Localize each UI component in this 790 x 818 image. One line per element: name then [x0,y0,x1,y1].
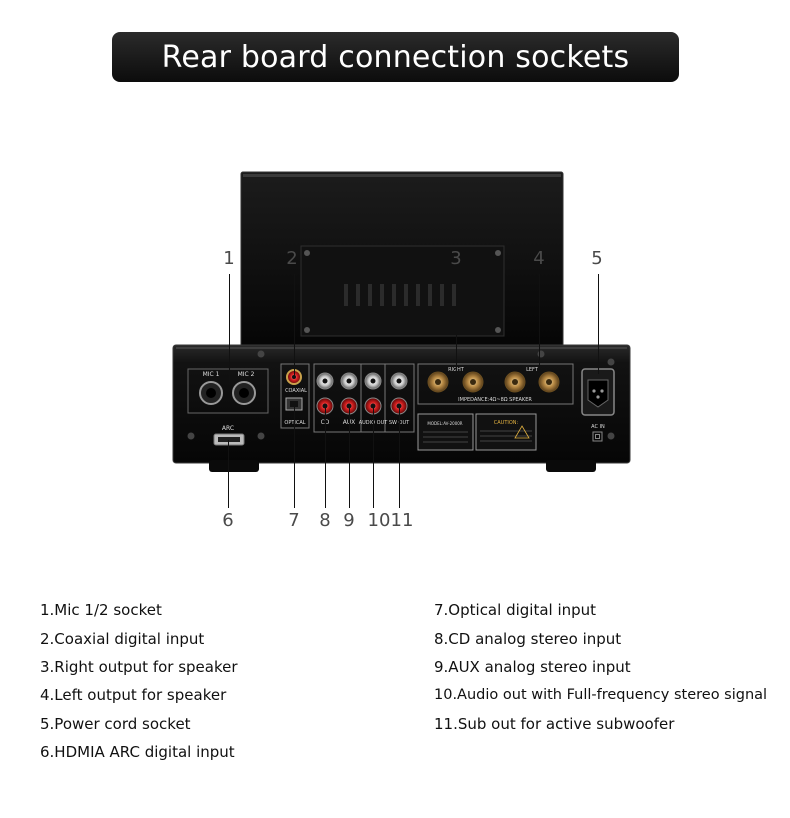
legend-item-3: 3.Right output for speaker [40,658,238,676]
leader-line-5 [598,274,599,374]
callout-6: 6 [222,510,234,531]
callout-10: 10 [367,510,391,531]
leader-line-7 [294,404,295,508]
model-label: MODEL:AV-2000R [427,421,462,426]
callout-2: 2 [286,248,298,269]
callout-1: 1 [223,248,235,269]
legend-item-2: 2.Coaxial digital input [40,630,205,648]
amplifier-illustration: MIC 1 MIC 2 ARC COAXIAL OPTICAL CD AUX [172,171,631,472]
callout-4: 4 [533,248,545,269]
mic2-label: MIC 2 [238,371,255,378]
callout-9: 9 [343,510,355,531]
optical-label: OPTICAL [284,420,305,426]
legend-item-5: 5.Power cord socket [40,715,191,733]
legend-item-10: 10.Audio out with Full-frequency stereo … [434,687,768,703]
ac-in-label: AC IN [591,424,605,430]
leader-line-8 [325,406,326,508]
callout-5: 5 [591,248,603,269]
legend-item-6: 6.HDMIA ARC digital input [40,743,235,761]
legend-item-7: 7.Optical digital input [434,601,597,619]
leader-line-3 [456,274,457,374]
leader-line-4 [539,274,540,374]
leader-line-11 [399,406,400,508]
mic1-label: MIC 1 [203,371,220,378]
legend-item-11: 11.Sub out for active subwoofer [434,715,675,733]
legend-item-8: 8.CD analog stereo input [434,630,622,648]
caution-label: CAUTION: [494,420,519,426]
leader-line-2 [294,274,295,377]
left-label: LEFT [526,367,539,373]
callout-8: 8 [319,510,331,531]
leader-line-9 [349,406,350,508]
leader-line-6 [228,440,229,508]
leader-line-1 [229,274,230,382]
callout-3: 3 [450,248,462,269]
legend-item-1: 1.Mic 1/2 socket [40,601,162,619]
callout-7: 7 [288,510,300,531]
arc-label: ARC [222,425,234,432]
leader-line-10 [373,406,374,508]
vent-plate [300,245,505,337]
title-banner: Rear board connection sockets [112,32,679,82]
callout-11: 11 [390,510,414,531]
amplifier-rear-diagram: MIC 1 MIC 2 ARC COAXIAL OPTICAL CD AUX [172,171,631,531]
coaxial-label: COAXIAL [285,388,307,394]
page-title: Rear board connection sockets [161,39,630,75]
impedance-label: IMPEDANCE:4Ω~8Ω SPEAKER [458,397,532,403]
legend-item-4: 4.Left output for speaker [40,686,227,704]
legend-item-9: 9.AUX analog stereo input [434,658,631,676]
